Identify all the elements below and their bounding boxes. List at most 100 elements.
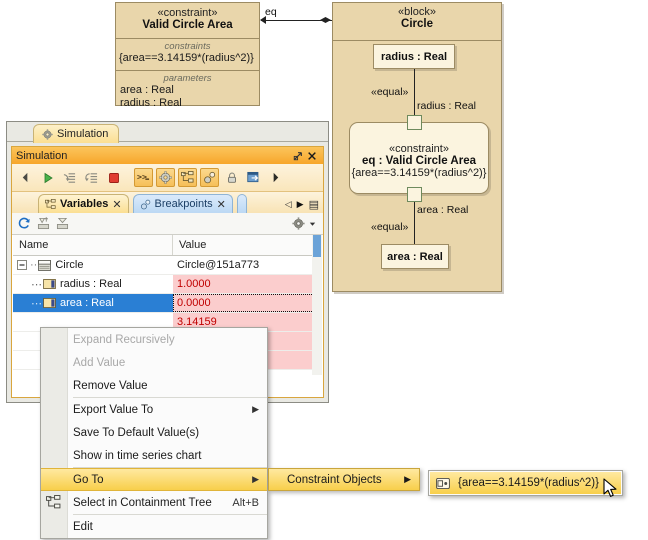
port-label-radius: radius : Real <box>417 100 476 112</box>
constraint-parameter-port-radius <box>407 115 422 130</box>
breakpoints-button[interactable] <box>200 168 219 187</box>
menu-item-label: Add Value <box>73 356 126 369</box>
variables-table-scrollbar[interactable] <box>312 235 322 375</box>
table-row[interactable]: ·· Circle Circle@151a773 <box>13 256 318 275</box>
tab-scroll-right-button[interactable]: ▶ <box>296 199 304 209</box>
block-circle-stereotype: «block» <box>398 6 436 18</box>
menu-item-label: Select in Containment Tree <box>73 496 212 509</box>
constraint-object-icon <box>436 477 450 489</box>
submenu-go-to[interactable]: Constraint Objects ▶ <box>268 468 420 491</box>
constraint-parameter-port-area <box>407 187 422 202</box>
constraint-block-stereotype: «constraint» <box>157 7 218 19</box>
row-value-cell[interactable]: Circle@151a773 <box>177 259 260 271</box>
simulation-panel-titlebar: Simulation <box>12 147 323 164</box>
menu-item-label: Expand Recursively <box>73 333 175 346</box>
column-header-value[interactable]: Value <box>179 239 207 251</box>
parameter-area: area : Real <box>120 84 174 96</box>
binding-stereotype-top: «equal» <box>371 86 409 98</box>
restore-button[interactable] <box>291 149 305 163</box>
menu-item-accelerator: Alt+B <box>232 496 259 509</box>
constraint-expression: {area==3.14159*(radius^2)} <box>119 52 254 64</box>
parameters-compartment-label: parameters <box>163 73 212 84</box>
collapse-all-button[interactable] <box>56 217 69 230</box>
menu-item-select-in-containment-tree[interactable]: Select in Containment Tree Alt+B <box>41 491 267 514</box>
lock-button[interactable] <box>222 168 241 187</box>
menu-item-edit[interactable]: Edit <box>41 515 267 538</box>
document-tab-simulation[interactable]: Simulation <box>33 124 120 143</box>
simulation-panel-title: Simulation <box>16 149 68 162</box>
constraint-property-expression: {area==3.14159*(radius^2)} <box>351 167 487 179</box>
menu-item-export-value-to[interactable]: Export Value To ▶ <box>41 398 267 421</box>
part-property-radius: radius : Real <box>373 44 455 69</box>
tree-expander-minus-icon[interactable] <box>17 259 28 271</box>
port-label-area: area : Real <box>417 204 469 216</box>
step-over-button[interactable] <box>82 168 101 187</box>
table-row[interactable]: ⋯ radius : Real 1.0000 <box>13 275 318 294</box>
console-button[interactable]: >> <box>134 168 153 187</box>
part-property-radius-label: radius : Real <box>380 50 448 63</box>
view-tab-row: Variables ✕ Breakpoints ✕ ◁ ▶ ▤ <box>12 192 323 213</box>
submenu-item-label: {area==3.14159*(radius^2)} <box>458 477 599 489</box>
part-property-area-label: area : Real <box>387 250 443 263</box>
document-tab-label: Simulation <box>57 128 109 140</box>
constraints-compartment: constraints {area==3.14159*(radius^2)} <box>116 39 259 71</box>
tab-variables-close-icon[interactable]: ✕ <box>112 198 122 211</box>
context-menu-icon-gutter <box>41 328 68 538</box>
tab-scroll-left-button[interactable]: ◁ <box>284 199 292 209</box>
step-into-button[interactable] <box>60 168 79 187</box>
binding-stereotype-bottom: «equal» <box>371 221 409 233</box>
menu-item-save-to-default-values[interactable]: Save To Default Value(s) <box>41 421 267 444</box>
value-property-icon <box>43 279 56 289</box>
variables-table-toolbar <box>12 213 323 235</box>
options-gear-button[interactable] <box>292 217 305 230</box>
menu-item-label: Edit <box>73 520 93 533</box>
run-button[interactable] <box>38 168 57 187</box>
constraint-block-valid-circle-area: «constraint» Valid Circle Area constrain… <box>115 2 260 109</box>
terminate-button[interactable] <box>104 168 123 187</box>
mouse-cursor-icon <box>603 478 619 500</box>
close-button[interactable] <box>305 149 319 163</box>
submenu-constraint-objects: {area==3.14159*(radius^2)} <box>428 470 623 496</box>
row-name-cell: ·· Circle <box>13 256 173 274</box>
expand-all-button[interactable] <box>37 217 50 230</box>
document-tab-strip: Simulation <box>7 122 328 143</box>
tab-variables[interactable]: Variables ✕ <box>38 194 129 213</box>
settings-button[interactable] <box>156 168 175 187</box>
menu-separator <box>73 514 267 515</box>
table-row[interactable]: ⋯ area : Real 0.0000 <box>13 294 318 313</box>
menu-separator <box>73 397 267 398</box>
submenu-arrow-icon: ▶ <box>252 404 259 414</box>
menu-item-label: Go To <box>73 473 104 486</box>
step-forward-button[interactable] <box>266 168 285 187</box>
open-window-button[interactable] <box>244 168 263 187</box>
connector-diamond-icon <box>320 17 331 23</box>
tab-list-button[interactable]: ▤ <box>308 199 319 211</box>
row-value-cell[interactable]: 0.0000 <box>173 294 318 312</box>
menu-item-remove-value[interactable]: Remove Value <box>41 374 267 397</box>
breakpoints-icon <box>140 199 151 210</box>
row-name-label: area : Real <box>60 297 114 309</box>
parameters-compartment: parameters area : Real radius : Real <box>116 71 259 110</box>
menu-item-show-in-time-series-chart[interactable]: Show in time series chart <box>41 444 267 467</box>
row-value-cell[interactable]: 1.0000 <box>173 275 318 293</box>
tab-breakpoints[interactable]: Breakpoints ✕ <box>132 194 233 213</box>
submenu-item-constraint-object[interactable]: {area==3.14159*(radius^2)} <box>430 472 621 494</box>
tab-breakpoints-label: Breakpoints <box>154 198 213 210</box>
part-property-area: area : Real <box>381 244 449 269</box>
refresh-button[interactable] <box>18 217 31 230</box>
connector-label: eq <box>265 6 277 18</box>
tab-breakpoints-close-icon[interactable]: ✕ <box>216 198 226 211</box>
context-menu: Expand Recursively Add Value Remove Valu… <box>40 327 268 539</box>
menu-item-label: Export Value To <box>73 403 154 416</box>
step-back-button[interactable] <box>16 168 35 187</box>
options-dropdown-button[interactable] <box>308 219 317 228</box>
value-property-icon <box>43 298 56 308</box>
menu-item-go-to[interactable]: Go To ▶ <box>41 468 267 491</box>
simulation-panel: Simulation <box>11 146 324 398</box>
row-value-cell[interactable]: 3.14159 <box>173 313 318 331</box>
tab-overflow[interactable] <box>236 194 247 213</box>
connector-arrow-left-icon <box>260 16 266 24</box>
column-header-name[interactable]: Name <box>13 235 173 255</box>
variables-button[interactable] <box>178 168 197 187</box>
scrollbar-thumb[interactable] <box>313 235 321 257</box>
